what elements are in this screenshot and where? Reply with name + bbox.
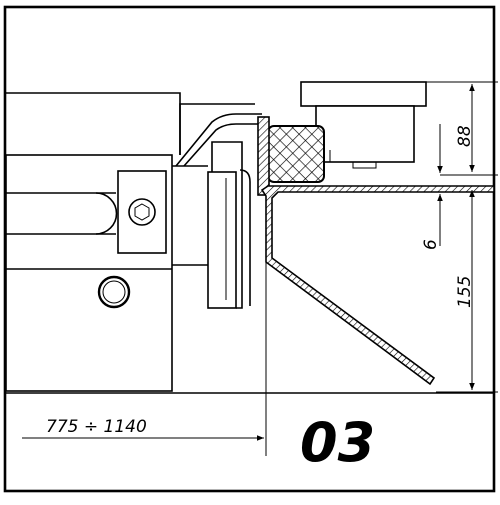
dim-6-label: 6 <box>421 239 441 250</box>
vertical-post <box>207 171 237 309</box>
width-range-label: 775 ÷ 1140 <box>46 417 147 437</box>
motor-housing <box>315 105 415 163</box>
post-housing <box>211 141 243 309</box>
upper-body-step <box>179 103 255 155</box>
curved-arm-upper <box>175 113 262 167</box>
hook-rail <box>239 169 251 306</box>
seal-block <box>267 125 325 183</box>
upper-body-outline <box>6 92 181 155</box>
sheet-number: 03 <box>300 411 375 474</box>
dim-88-label: 88 <box>455 125 475 147</box>
top-cap-box <box>300 81 427 107</box>
bolt-washer <box>128 198 156 226</box>
slot-end <box>95 192 118 235</box>
hex-bolt-icon <box>134 203 150 221</box>
drawing-frame <box>3 5 496 493</box>
housing-foot <box>329 150 377 169</box>
bracket-plate <box>117 170 167 254</box>
curved-arm-lower <box>183 123 262 167</box>
seal-gasket <box>257 116 270 196</box>
left-cabinet <box>5 154 173 392</box>
dim-155-label: 155 <box>455 276 475 308</box>
round-knob-inner <box>102 280 126 304</box>
round-knob <box>97 275 131 309</box>
sheet-metal-profile <box>260 185 495 386</box>
